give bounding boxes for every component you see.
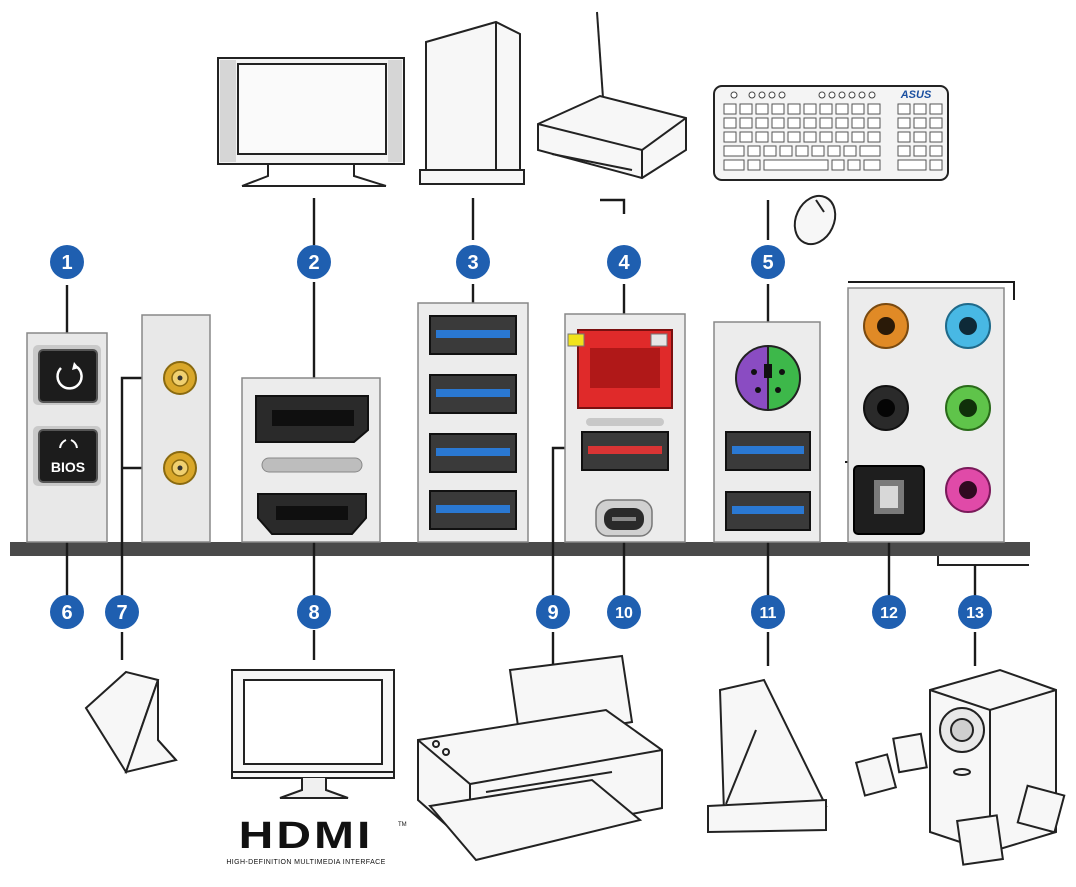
usb-c-port-icon	[595, 499, 653, 537]
callout-badge-12: 12	[872, 595, 906, 629]
callout-number: 5	[762, 252, 773, 274]
usb-stack-panel	[417, 302, 529, 543]
callout-badge-1: 1	[50, 245, 84, 279]
hdmi-logo: HDMI TM HIGH-DEFINITION MULTIMEDIA INTER…	[226, 814, 406, 866]
io-shield-baseline	[10, 542, 1030, 556]
callout-number: 1	[61, 252, 72, 274]
callout-number: 6	[61, 602, 72, 624]
monitor-icon	[217, 57, 405, 187]
callout-number: 8	[308, 602, 319, 624]
callout-number: 12	[880, 605, 898, 622]
callout-badge-2: 2	[297, 245, 331, 279]
usb3-port-icon	[725, 431, 811, 471]
audio-jack-icon	[945, 303, 991, 349]
callout-number: 11	[760, 605, 777, 622]
router-icon	[537, 11, 687, 180]
callout-badge-5: 5	[751, 245, 785, 279]
hdmi-port-icon	[257, 493, 367, 535]
flashback-icon[interactable]	[38, 349, 98, 403]
usb3-port-icon	[429, 374, 517, 414]
callout-badge-3: 3	[456, 245, 490, 279]
monitor-icon	[231, 669, 395, 799]
displayport-icon	[255, 395, 369, 443]
callout-number: 10	[615, 605, 633, 622]
bios-icon[interactable]: BIOS	[38, 429, 98, 483]
callout-badge-11: 11	[751, 595, 785, 629]
wifi-antenna-icon	[84, 670, 178, 775]
callout-badge-13: 13	[958, 595, 992, 629]
callout-number: 7	[116, 602, 127, 624]
hdmi-tagline: HIGH-DEFINITION MULTIMEDIA INTERFACE	[226, 859, 385, 866]
hdmi-tm: TM	[398, 822, 407, 828]
audio-bracket-line	[937, 556, 1029, 566]
printer-icon	[417, 654, 663, 862]
keyboard-brand: ASUS	[900, 89, 932, 101]
callout-badge-4: 4	[607, 245, 641, 279]
audio-jack-icon	[863, 385, 909, 431]
callout-number: 9	[547, 602, 558, 624]
wifi-antenna-panel	[141, 314, 211, 543]
callout-number: 4	[618, 252, 630, 274]
callout-badge-6: 6	[50, 595, 84, 629]
ps2-usb-panel	[713, 321, 821, 543]
audio-jack-icon	[945, 467, 991, 513]
audio-jack-icon	[945, 385, 991, 431]
ps2-port-icon	[735, 344, 801, 412]
callout-badge-7: 7	[105, 595, 139, 629]
usb3-port-icon	[581, 431, 669, 471]
optical-spdif-icon	[853, 465, 925, 535]
callout-number: 13	[966, 605, 984, 622]
callout-badge-9: 9	[536, 595, 570, 629]
callout-badge-8: 8	[297, 595, 331, 629]
callout-number: 2	[308, 252, 319, 274]
wifi-antenna-icon	[163, 451, 197, 485]
bios-flashback-panel: BIOS	[26, 332, 108, 543]
lan-usb-panel	[564, 313, 686, 543]
audio-jack-icon	[863, 303, 909, 349]
speaker-system-icon	[854, 668, 1066, 866]
audio-panel	[847, 287, 1005, 543]
external-drive-icon	[419, 20, 525, 185]
video-ports-panel	[241, 377, 381, 543]
hdmi-logo-text: HDMI	[239, 814, 374, 856]
scanner-icon	[707, 678, 828, 834]
callout-badge-10: 10	[607, 595, 641, 629]
lan-port-icon	[567, 329, 673, 409]
keyboard-icon: ASUS	[713, 85, 949, 181]
wifi-antenna-icon	[163, 361, 197, 395]
usb3-port-icon	[725, 491, 811, 531]
usb3-port-icon	[429, 433, 517, 473]
usb3-port-icon	[429, 490, 517, 530]
callout-number: 3	[467, 252, 478, 274]
mouse-icon	[793, 194, 837, 246]
bios-label: BIOS	[51, 459, 85, 475]
usb3-port-icon	[429, 315, 517, 355]
